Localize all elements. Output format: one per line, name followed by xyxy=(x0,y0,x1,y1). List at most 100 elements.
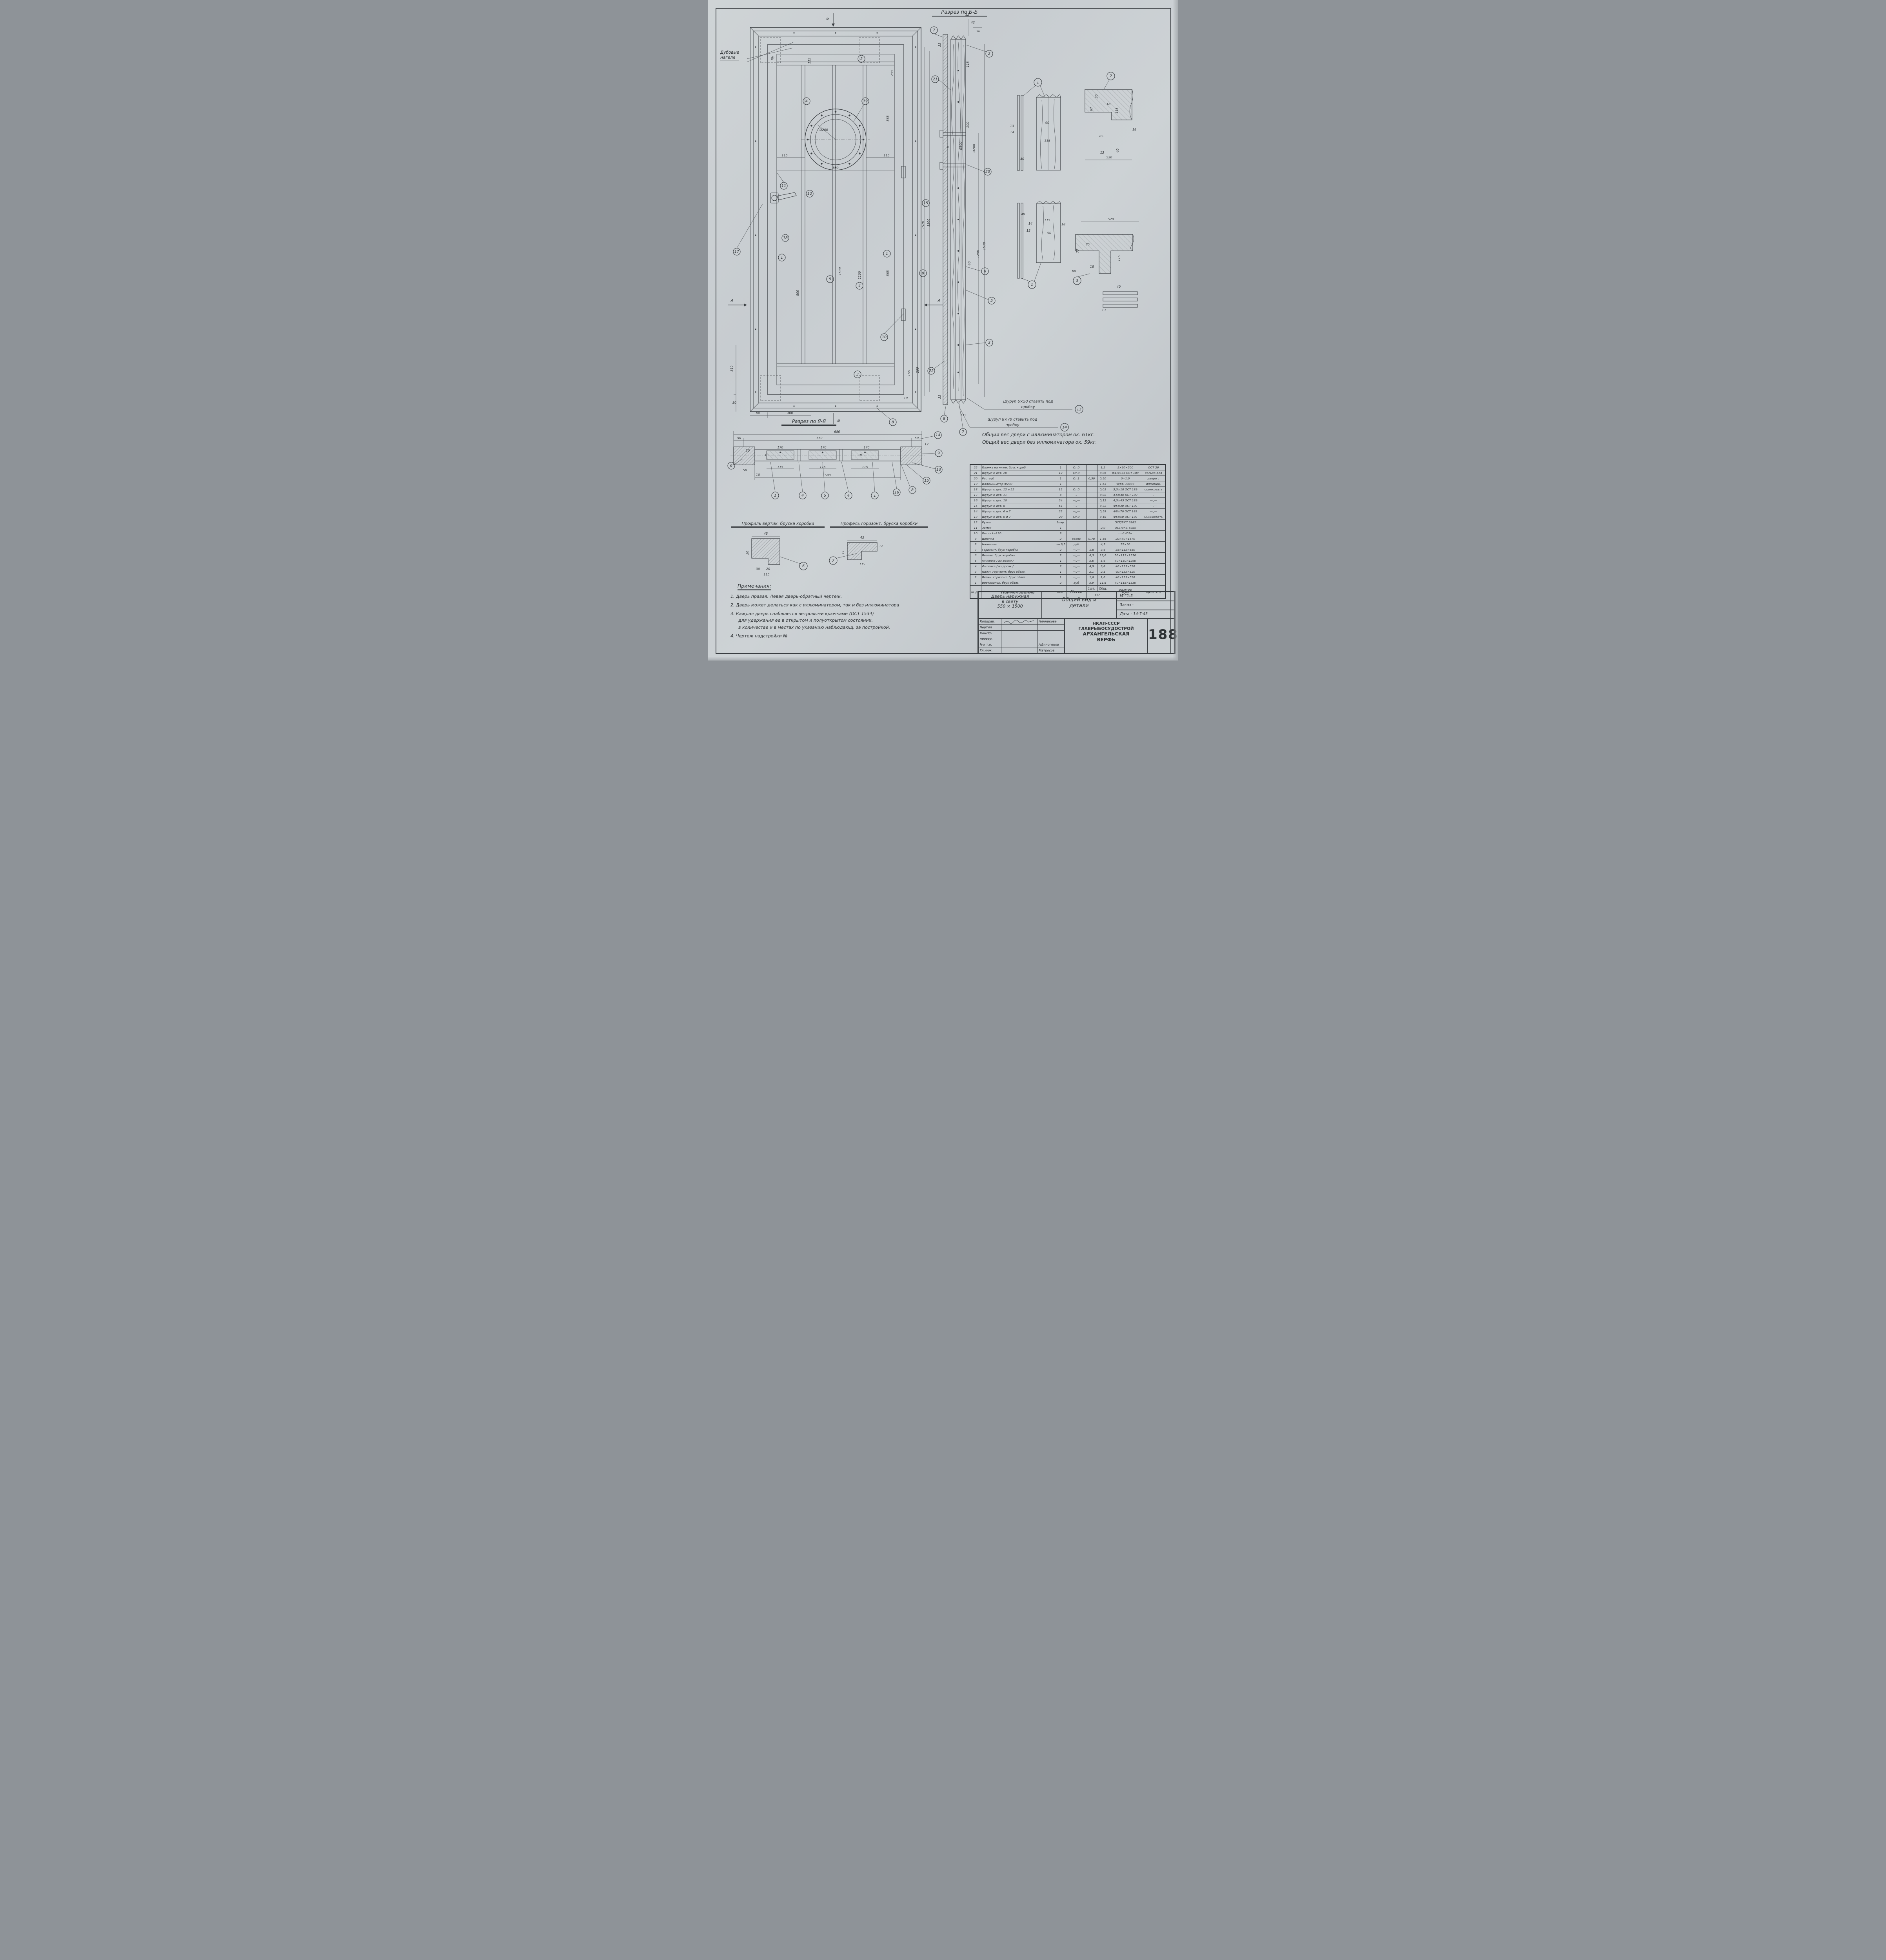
table-cell: 2 xyxy=(970,574,981,580)
table-cell: 6 xyxy=(970,552,981,558)
dimension-label: 800 xyxy=(796,290,799,296)
hinge xyxy=(901,309,906,321)
svg-text:1: 1 xyxy=(1037,80,1039,85)
dimension-label: Ø200 xyxy=(819,128,828,132)
table-cell xyxy=(1141,552,1166,558)
dimension-label: 115 xyxy=(862,465,868,469)
table-cell: 2 xyxy=(1054,552,1067,558)
dimension-label: 1530 xyxy=(838,267,842,275)
hinge xyxy=(901,166,906,178)
svg-text:2: 2 xyxy=(1110,74,1112,78)
callout-balloon: 6 xyxy=(799,562,808,570)
screw-note-14-line1: Шуруп 8×70 ставить под xyxy=(987,417,1037,422)
dimension-label: 20 xyxy=(746,449,750,452)
callout-balloon: 7 xyxy=(959,428,967,436)
table-cell: —„— xyxy=(1141,503,1166,509)
weight-without-porthole: Общий вес двери без иллюминатора ок. 59к… xyxy=(982,439,1097,445)
role-label: Гл.инж. xyxy=(979,648,1001,654)
dimension-label: 200 xyxy=(890,70,894,76)
cut-letter: А xyxy=(938,299,941,303)
table-cell: Филенка / из доски / xyxy=(981,558,1055,564)
table-cell: ОСТ/ВКС 6985 xyxy=(1108,525,1142,531)
callout-balloon: 16 xyxy=(893,488,901,496)
table-cell: —„— xyxy=(1141,497,1166,503)
table-cell xyxy=(1086,497,1097,503)
dimension-label: 18 xyxy=(858,454,862,457)
table-cell: 35×115×650 xyxy=(1108,547,1142,553)
dimension-label: 20 xyxy=(766,567,770,571)
table-cell: 0,50 xyxy=(1097,475,1109,481)
table-cell: двери с xyxy=(1141,475,1166,481)
table-cell: —„— xyxy=(1141,508,1166,514)
callout-balloon: 4 xyxy=(799,492,807,499)
svg-text:15: 15 xyxy=(924,479,929,483)
callout-balloon: 9 xyxy=(935,449,943,457)
table-cell: 5,6 xyxy=(1086,558,1097,564)
callout-balloon: 1 xyxy=(778,254,786,261)
callout-balloon: 20 xyxy=(984,168,992,176)
door-leaf-section xyxy=(950,39,966,400)
table-cell: 50×115×1570 xyxy=(1108,552,1142,558)
table-cell xyxy=(1086,486,1097,492)
table-cell: 1,2 xyxy=(1097,464,1109,470)
svg-text:1: 1 xyxy=(886,252,888,256)
screw-note-13-line2: пробку xyxy=(1021,405,1035,410)
callout-balloon: 11 xyxy=(780,182,788,190)
table-cell: 4,5×45 ОСТ 189 xyxy=(1108,497,1142,503)
callout-balloon: 3 xyxy=(854,370,861,378)
door-casing-outline xyxy=(750,27,921,412)
detail-dimension-labels: 13 14 90 115 40 30 67 18 115 85 18 13 40… xyxy=(1010,94,1136,312)
dimension-label: 90 xyxy=(1047,231,1051,235)
table-cell: 1 xyxy=(1054,475,1067,481)
oak-dowel-zone xyxy=(760,375,781,401)
notes-list: 1. Дверь правая. Левая дверь-обратный че… xyxy=(730,594,958,639)
callout-balloon: 6 xyxy=(981,267,989,275)
dimension-label: 50 xyxy=(915,436,919,440)
table-cell: Ф5×30 ОСТ 189 xyxy=(1108,503,1142,509)
product-name-cell: Дверь наружная в свету 550 × 1500 xyxy=(978,592,1042,619)
callout-leaders xyxy=(736,42,904,419)
scale-cell: М - 1:5 xyxy=(1116,592,1175,601)
table-cell: 1,63 xyxy=(1097,481,1109,487)
callout-balloon: 18 xyxy=(781,234,789,242)
table-cell: 40×155×520 xyxy=(1108,563,1142,569)
role-label: Чертил xyxy=(979,624,1001,630)
dimension-label: 115 xyxy=(781,154,787,157)
table-cell xyxy=(1066,530,1087,536)
dimension-label: 42 xyxy=(971,21,975,24)
oak-dowels-label: Дубовые нагеля xyxy=(720,50,740,60)
dimension-label: 77 xyxy=(1076,249,1079,253)
screw-note-13: Шуруп 6×50 ставить под пробку xyxy=(983,399,1073,410)
table-cell: черт. 14407 xyxy=(1108,481,1142,487)
callout-balloon: 13 xyxy=(935,466,943,474)
sheet-title-line2: детали xyxy=(1069,603,1089,609)
table-cell: Ручка xyxy=(981,519,1055,525)
dimension-label: 1290 xyxy=(976,250,980,258)
svg-text:16: 16 xyxy=(894,490,899,495)
table-cell: 4,7 xyxy=(1097,541,1109,547)
svg-text:1: 1 xyxy=(781,256,783,260)
dimension-label: Ø200 xyxy=(972,144,976,153)
table-cell: Шуруп к дет. 20 xyxy=(981,470,1055,476)
table-cell: ОСТ/ВКС 6982 xyxy=(1108,519,1142,525)
dimension-label: Ø300 xyxy=(959,142,963,151)
dimension-label: 18 xyxy=(1132,128,1136,131)
horizontal-section-view xyxy=(730,431,925,480)
dimension-label: 85 xyxy=(1086,243,1090,246)
dimension-label: 50 xyxy=(976,29,980,33)
table-cell: Ст.0 xyxy=(1066,464,1087,470)
porthole-bolts xyxy=(807,111,865,169)
signature-area xyxy=(1001,642,1038,648)
table-cell: Ст.0 xyxy=(1066,470,1087,476)
table-cell: Раструб xyxy=(981,475,1055,481)
table-cell: Ст.0 xyxy=(1066,486,1087,492)
table-cell xyxy=(1086,492,1097,498)
table-cell xyxy=(1141,569,1166,575)
